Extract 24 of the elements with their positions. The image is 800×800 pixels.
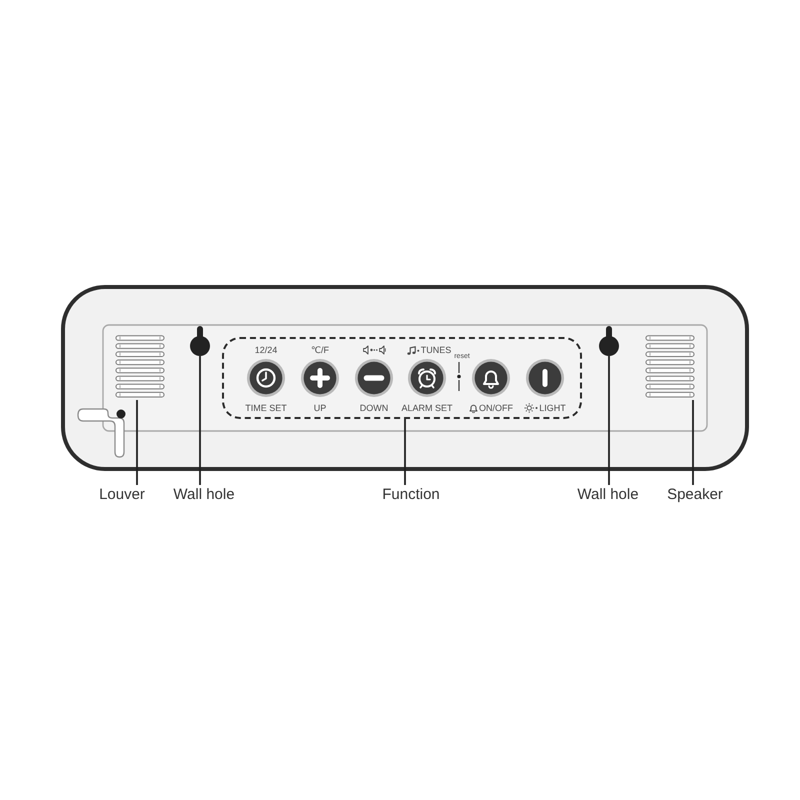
leader-line (199, 356, 201, 485)
keyhole (190, 326, 210, 356)
leader-line (404, 419, 406, 485)
part-label: Wall hole (570, 485, 646, 505)
button-label: ALARM SET (402, 403, 452, 413)
button-label: DOWN (360, 403, 388, 413)
button-label: UP (314, 403, 326, 413)
leader-line (692, 400, 694, 485)
part-label: Function (372, 485, 450, 505)
leader-line (608, 356, 610, 485)
button-label: TIME SET (245, 403, 287, 413)
part-label: Speaker (662, 485, 728, 505)
button-label: ℃/F (310, 345, 330, 355)
button-label: LIGHT (539, 403, 566, 413)
vent-grille (645, 334, 695, 400)
button-panel (222, 337, 582, 419)
button-label: 12/24 (254, 345, 278, 355)
leader-line (136, 400, 138, 485)
button-label: ON/OFF (479, 403, 513, 413)
button-label: TUNES (420, 345, 452, 355)
part-label: Louver (92, 485, 152, 505)
vent-grille (115, 334, 165, 400)
keyhole (599, 326, 619, 356)
part-label: Wall hole (168, 485, 240, 505)
